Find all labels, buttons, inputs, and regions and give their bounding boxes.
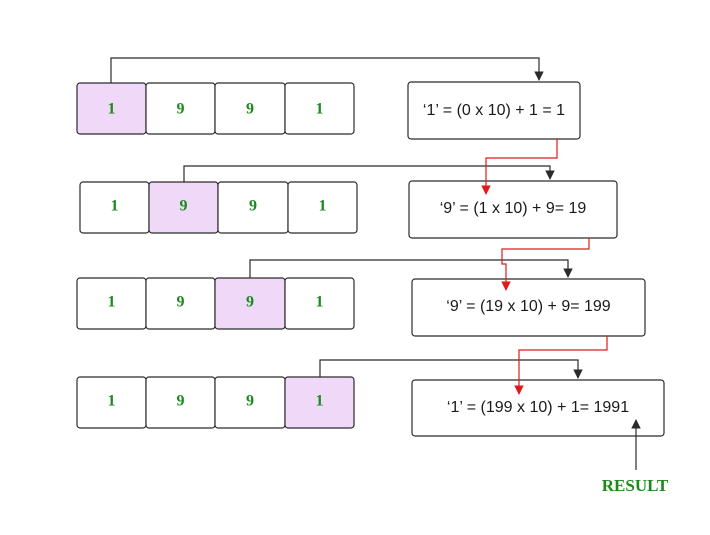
result-label: RESULT xyxy=(602,476,669,495)
connector-arrow-row4 xyxy=(319,359,583,379)
digit-cell-row1-2: 9 xyxy=(145,82,216,135)
digit-cell-row2-1: 1 xyxy=(79,181,150,234)
row-1: 1 9 9 1 ‘1’ = (0 x 10) + 1 = 1 xyxy=(76,81,581,140)
expression-text: ‘1’ = (199 x 10) + 1= 1991 xyxy=(447,399,629,416)
expression-box-row1: ‘1’ = (0 x 10) + 1 = 1 xyxy=(407,81,581,140)
digit-text: 1 xyxy=(316,101,324,118)
carry-arrow-3-to-4 xyxy=(514,336,608,395)
digit-box xyxy=(284,82,355,135)
digit-text: 1 xyxy=(316,393,324,410)
expression-text: ‘9’ = (19 x 10) + 9= 199 xyxy=(446,298,611,315)
digit-cell-row3-4: 1 xyxy=(284,277,355,330)
digit-cell-row3-3: 9 xyxy=(214,277,286,330)
expression-frame xyxy=(411,278,646,337)
expression-box-row2: ‘9’ = (1 x 10) + 9= 19 xyxy=(408,180,618,239)
digit-cell-row1-4: 1 xyxy=(284,82,355,135)
digit-cell-row2-4: 1 xyxy=(287,181,358,234)
digit-cell-row3-2: 9 xyxy=(145,277,216,330)
carry-arrow-2-to-3 xyxy=(501,238,590,291)
digit-text: 1 xyxy=(108,101,116,118)
digit-cell-row3-1: 1 xyxy=(76,277,147,330)
connector-arrow-row1 xyxy=(110,57,544,83)
row-3: 1 9 9 1 ‘9’ = (19 x 10) + 9= 199 xyxy=(76,277,646,337)
expression-box-row3: ‘9’ = (19 x 10) + 9= 199 xyxy=(411,278,646,337)
connector-arrow-row3 xyxy=(249,259,573,278)
digit-text: 9 xyxy=(246,294,254,311)
digit-text: 9 xyxy=(246,393,254,410)
digit-box xyxy=(287,181,358,234)
expression-box-row4: ‘1’ = (199 x 10) + 1= 1991 xyxy=(411,379,665,437)
expression-frame xyxy=(408,180,618,239)
digit-cell-row4-2: 9 xyxy=(145,376,216,429)
digit-cell-row2-3: 9 xyxy=(217,181,289,234)
digit-text: 9 xyxy=(249,198,257,215)
digit-text: 9 xyxy=(246,101,254,118)
digit-cell-row4-4: 1 xyxy=(284,376,355,429)
expression-text: ‘9’ = (1 x 10) + 9= 19 xyxy=(440,200,587,217)
digit-text: 9 xyxy=(177,294,185,311)
digit-text: 1 xyxy=(319,198,327,215)
digit-cell-row2-2: 9 xyxy=(148,181,219,234)
digit-cell-row4-3: 9 xyxy=(214,376,286,429)
expression-frame xyxy=(407,81,581,140)
digit-box xyxy=(284,277,355,330)
digit-cell-row1-1: 1 xyxy=(76,82,147,135)
row-4: 1 9 9 1 ‘1’ = (199 x 10) + 1= 1991 xyxy=(76,376,665,437)
connector-arrow-row2 xyxy=(183,165,555,182)
digit-cell-row4-1: 1 xyxy=(76,376,147,429)
digit-text: 9 xyxy=(177,101,185,118)
digit-text: 9 xyxy=(177,393,185,410)
digit-text: 1 xyxy=(316,294,324,311)
digit-text: 1 xyxy=(108,393,116,410)
digit-text: 9 xyxy=(180,198,188,215)
expression-frame xyxy=(411,379,665,437)
expression-text: ‘1’ = (0 x 10) + 1 = 1 xyxy=(423,102,565,119)
row-2: 1 9 9 1 ‘9’ = (1 x 10) + 9= 19 xyxy=(79,180,618,239)
digit-cell-row1-3: 9 xyxy=(214,82,286,135)
digit-text: 1 xyxy=(108,294,116,311)
digit-text: 1 xyxy=(111,198,119,215)
carry-arrow-1-to-2 xyxy=(481,139,558,195)
